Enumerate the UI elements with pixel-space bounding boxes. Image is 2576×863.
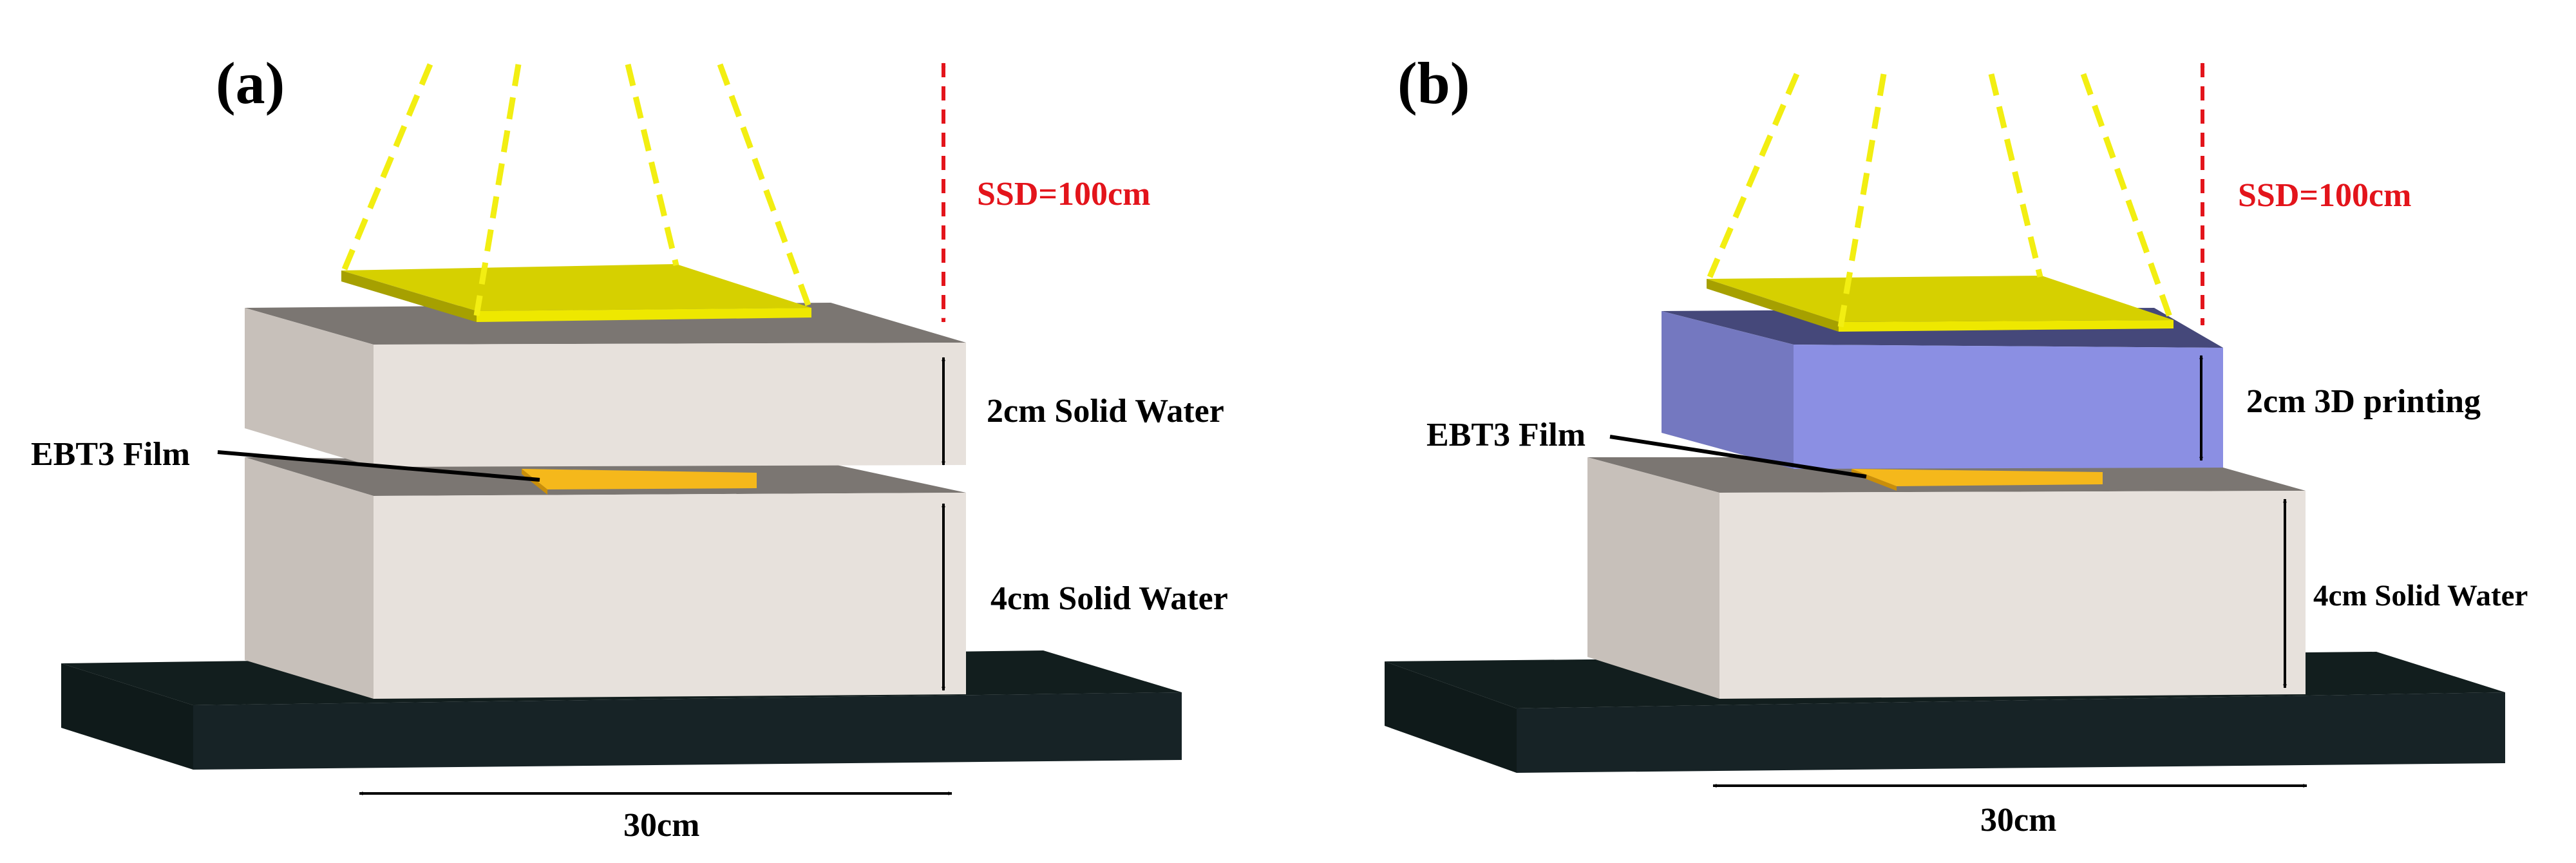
panel-a-couch-front: [193, 692, 1182, 770]
panel-b-couch-left: [1385, 661, 1517, 773]
panel-a-couch-left: [61, 663, 193, 770]
panel-a-film-label: EBT3 Film: [31, 436, 190, 473]
panel-a-top-block-side: [245, 308, 374, 467]
panel-b-film-sheet: [1852, 469, 2103, 486]
panel-b-letter: (b): [1397, 50, 1470, 116]
panel-b-top-block-label: 2cm 3D printing: [2246, 383, 2481, 420]
panel-b-ssd-label: SSD=100cm: [2238, 177, 2411, 214]
panel-b-beam-line-1: [1707, 73, 1800, 278]
panel-a-collimator-side: [341, 270, 477, 322]
panel-a-beam-line-3: [625, 63, 679, 267]
panel-a-beam-line-1: [341, 63, 433, 270]
panel-b-beam: [1707, 73, 2175, 328]
panel-b-bottom-block-front: [1719, 491, 2306, 699]
panel-b-bottom-block-side: [1587, 457, 1719, 699]
panel-b-collimator-side: [1707, 279, 1839, 332]
panel-b-top-block-side: [1662, 311, 1794, 469]
panel-b-top-block: [1662, 308, 2223, 469]
panel-a-collimator-top: [341, 264, 811, 311]
panel-a-ssd-label: SSD=100cm: [977, 176, 1150, 213]
panel-a-bottom-block-front: [374, 493, 966, 699]
panel-a-beam: [341, 63, 813, 316]
panel-a: (a): [31, 50, 1228, 844]
panel-b-collimator-top: [1707, 276, 2174, 322]
panel-a-top-block-label: 2cm Solid Water: [987, 393, 1224, 430]
panel-a-film-edge: [522, 469, 547, 495]
panel-a-bottom-block-side: [245, 457, 374, 699]
panel-a-width-label: 30cm: [623, 807, 699, 844]
panel-a-film-pointer: [217, 450, 540, 482]
panel-a-top-block-front: [374, 343, 966, 467]
panel-b-beam-line-3: [1988, 73, 2043, 278]
panel-b: (b): [1385, 50, 2528, 839]
panel-b-top-block-front: [1794, 345, 2223, 469]
panel-a-bottom-block-label: 4cm Solid Water: [990, 580, 1228, 617]
panel-b-collimator: [1707, 276, 2174, 332]
panel-b-film-pointer: [1609, 435, 1867, 479]
panel-a-letter: (a): [216, 50, 285, 116]
panel-b-width-label: 30cm: [1980, 802, 2056, 839]
panel-b-couch-front: [1517, 692, 2505, 773]
panel-a-beam-line-2: [473, 64, 522, 316]
panel-b-bottom-block: [1587, 457, 2306, 699]
panel-b-film-label: EBT3 Film: [1426, 417, 1586, 453]
panel-a-film-sheet: [522, 469, 757, 489]
panel-a-collimator-front: [477, 308, 811, 322]
panel-a-beam-line-4: [717, 63, 813, 312]
panel-a-film: [522, 469, 757, 495]
panel-a-top-block: [245, 303, 966, 467]
panel-b-collimator-front: [1839, 320, 2174, 332]
panel-b-beam-line-2: [1837, 73, 1887, 328]
panel-a-bottom-block: [245, 457, 966, 699]
panel-b-bottom-block-label: 4cm Solid Water: [2313, 579, 2528, 612]
panel-b-beam-line-4: [2080, 73, 2175, 323]
panel-a-collimator: [341, 264, 811, 322]
